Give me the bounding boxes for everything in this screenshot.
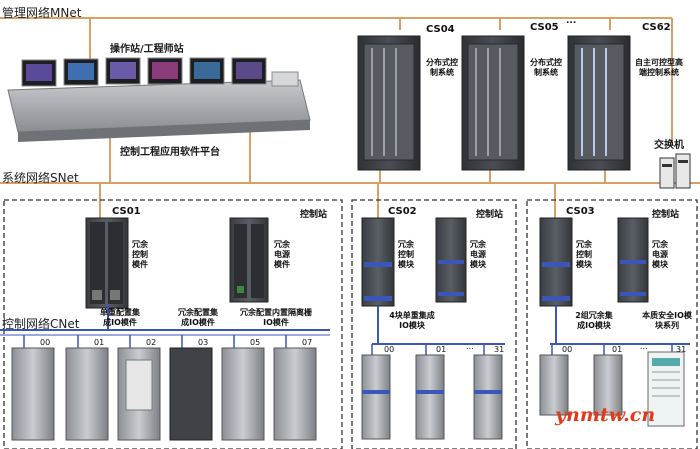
cabinet-cs62-id: CS62 xyxy=(642,22,671,33)
cabinet-cs04-id: CS04 xyxy=(426,24,455,35)
cs02-io-num-00: 00 xyxy=(384,345,395,354)
cs01-module2-label: 冗余电源模件 xyxy=(274,240,290,269)
cabinet-cs62 xyxy=(567,35,631,171)
cs02-io-modules xyxy=(361,344,503,440)
cs03-io-modules xyxy=(539,344,685,427)
cs03-control-module xyxy=(539,217,573,307)
cs02-io-num-ellipsis: ... xyxy=(466,342,474,351)
cs01-io-num-07: 07 xyxy=(302,338,313,347)
switch-device xyxy=(659,153,691,189)
cabinet-cs04 xyxy=(357,35,421,171)
cs03-id: CS03 xyxy=(566,206,595,217)
cs03-module2-label: 冗余电源模块 xyxy=(652,240,668,269)
cs01-io-group-2: 冗余配置集成IO模件 xyxy=(178,308,218,327)
cs03-io-num-01: 01 xyxy=(612,345,623,354)
platform-label: 控制工程应用软件平台 xyxy=(120,147,220,158)
cs01-io-num-02: 02 xyxy=(146,338,157,347)
cs01-io-num-01: 01 xyxy=(94,338,105,347)
cs03-module1-label: 冗余控制模块 xyxy=(576,240,592,269)
switch-label: 交换机 xyxy=(654,140,684,151)
cs02-title: 控制站 xyxy=(476,210,504,220)
cs01-io-num-03: 03 xyxy=(198,338,209,347)
cnet-label: 控制网络CNet xyxy=(2,317,80,331)
workstation-console xyxy=(7,57,311,142)
cs03-io-group-1: 2组冗余集成IO模块 xyxy=(575,311,613,330)
cs02-module2-label: 冗余电源模块 xyxy=(470,240,486,269)
cabinet-cs62-desc: 自主可控型高端控制系统 xyxy=(635,58,683,77)
cs01-io-num-00: 00 xyxy=(40,338,51,347)
cs02-control-module xyxy=(361,217,395,307)
station-box-cs01 xyxy=(3,199,343,449)
cs02-io-num-01: 01 xyxy=(436,345,447,354)
cs03-io-num-ellipsis: ... xyxy=(640,342,648,351)
cs03-power-module xyxy=(617,217,649,303)
cs01-title: 控制站 xyxy=(300,210,328,220)
station-box-cs03 xyxy=(526,199,698,449)
monitor-row xyxy=(21,57,299,87)
mnet-label: 管理网络MNet xyxy=(2,6,82,20)
cs01-io-modules xyxy=(11,335,317,441)
workstation-title: 操作站/工程师站 xyxy=(110,44,184,55)
cs01-control-module xyxy=(85,217,129,309)
cs01-io-group-3: 冗余配置内置隔离栅IO模件 xyxy=(240,308,312,327)
cs01-module1-label: 冗余控制模件 xyxy=(132,240,148,269)
snet-label: 系统网络SNet xyxy=(2,171,79,185)
cs02-power-module xyxy=(435,217,467,303)
cs03-io-num-00: 00 xyxy=(562,345,573,354)
cs03-title: 控制站 xyxy=(652,210,680,220)
cs02-module1-label: 冗余控制模块 xyxy=(398,240,414,269)
cs03-io-num-31: 31 xyxy=(676,345,687,354)
cabinet-ellipsis: ... xyxy=(566,16,577,26)
cs01-io-num-05: 05 xyxy=(250,338,261,347)
cabinet-cs05-id: CS05 xyxy=(530,22,559,33)
cs02-io-group-1: 4块单重集成IO模块 xyxy=(389,311,435,330)
cs01-id: CS01 xyxy=(112,206,141,217)
watermark: ynmtw.cn xyxy=(555,404,656,426)
cs02-id: CS02 xyxy=(388,206,417,217)
cabinet-cs05 xyxy=(461,35,525,171)
station-box-cs02 xyxy=(351,199,517,449)
cnet-bus xyxy=(0,304,690,345)
cabinet-cs04-desc: 分布式控制系统 xyxy=(426,58,458,77)
cabinet-cs05-desc: 分布式控制系统 xyxy=(530,58,562,77)
cs01-power-module xyxy=(229,217,269,303)
cs03-io-group-2: 本质安全IO模块系列 xyxy=(642,311,692,330)
mnet-bus xyxy=(0,17,673,145)
cs02-io-num-31: 31 xyxy=(494,345,505,354)
cs01-io-group-1: 单重配置集成IO模件 xyxy=(100,308,140,327)
